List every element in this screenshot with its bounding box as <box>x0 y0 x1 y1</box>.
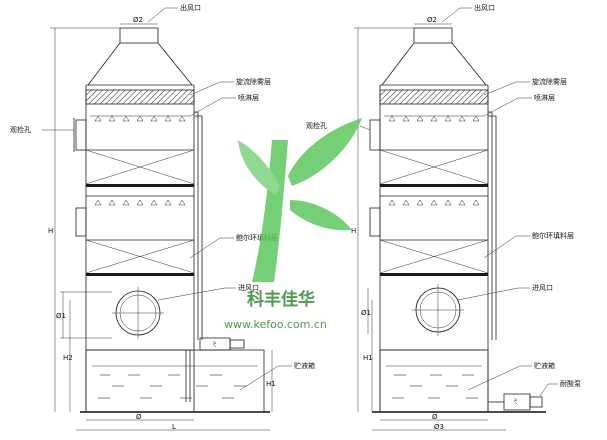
right-label-outlet: 出风口 <box>474 3 495 12</box>
right-label-acid-pump: 耐酸泵 <box>560 379 581 388</box>
left-dim-l: L <box>172 423 176 431</box>
left-tower: H Ø1 H2 H1 Ø L Ø2 出风口 旋流除雾层 喷淋层 观检孔 鲍尔环填… <box>10 3 315 431</box>
right-label-sight-hole: 观检孔 <box>306 121 327 130</box>
right-dim-d: Ø <box>432 413 438 421</box>
right-label-spray: 喷淋层 <box>534 93 555 102</box>
right-dim-d1: Ø1 <box>361 309 371 317</box>
left-label-inlet: 进风口 <box>238 284 259 292</box>
right-label-tank: 贮液箱 <box>534 361 555 370</box>
right-tank <box>379 349 489 413</box>
left-dim-d2: Ø2 <box>133 16 143 24</box>
left-outlet-duct <box>119 27 159 44</box>
right-dim-d3: Ø3 <box>434 423 444 431</box>
left-label-packing: 鲍尔环填料层 <box>236 233 278 242</box>
right-acid-pump <box>503 393 531 411</box>
brand-url: www.kefoo.com.cn <box>224 318 327 331</box>
right-dim-h: H <box>351 227 356 235</box>
right-tower: H Ø1 H1 Ø Ø3 Ø2 出风口 旋流除雾层 喷淋层 观检孔 鲍尔环填料层… <box>306 3 581 431</box>
right-outlet-duct <box>413 27 453 44</box>
right-sight-hole <box>369 119 381 151</box>
left-sight-hole <box>75 119 87 151</box>
brand-name: 科丰佳华 <box>247 289 315 310</box>
brand-watermark: 科丰佳华 www.kefoo.com.cn <box>224 118 362 331</box>
left-shell <box>85 85 195 412</box>
right-packing-lower <box>379 239 489 274</box>
left-tank <box>85 349 265 413</box>
right-spray-nozzles <box>388 115 480 122</box>
right-demister-layer <box>379 89 489 105</box>
right-packing-upper <box>379 149 489 185</box>
right-shell <box>379 85 489 412</box>
left-dim-d1: Ø1 <box>56 312 66 320</box>
left-pump <box>199 337 231 351</box>
left-pump-pipe <box>185 350 191 402</box>
left-label-outlet: 出风口 <box>180 3 201 12</box>
left-cone <box>87 42 193 86</box>
right-label-inlet: 进风口 <box>532 284 553 292</box>
left-dim-h2: H2 <box>63 354 73 362</box>
right-label-demister: 旋流除雾层 <box>532 77 567 86</box>
leaf-logo-icon <box>238 118 362 282</box>
left-label-spray: 喷淋层 <box>238 93 259 102</box>
left-packing-upper <box>85 149 195 185</box>
right-dim-h1: H1 <box>363 354 373 362</box>
left-packing-lower <box>85 239 195 274</box>
left-label-tank: 贮液箱 <box>294 361 315 370</box>
right-cone <box>381 42 487 86</box>
left-dim-h: H <box>48 227 53 235</box>
left-label-sight-hole: 观检孔 <box>10 125 31 134</box>
left-label-demister: 旋流除雾层 <box>236 77 271 86</box>
left-dim-d: Ø <box>136 413 142 421</box>
left-demister-layer <box>85 89 195 105</box>
right-label-packing: 鲍尔环填料层 <box>532 231 574 240</box>
right-dim-d2: Ø2 <box>427 16 437 24</box>
left-spray-nozzles <box>94 115 186 122</box>
left-dim-h1: H1 <box>266 380 276 388</box>
